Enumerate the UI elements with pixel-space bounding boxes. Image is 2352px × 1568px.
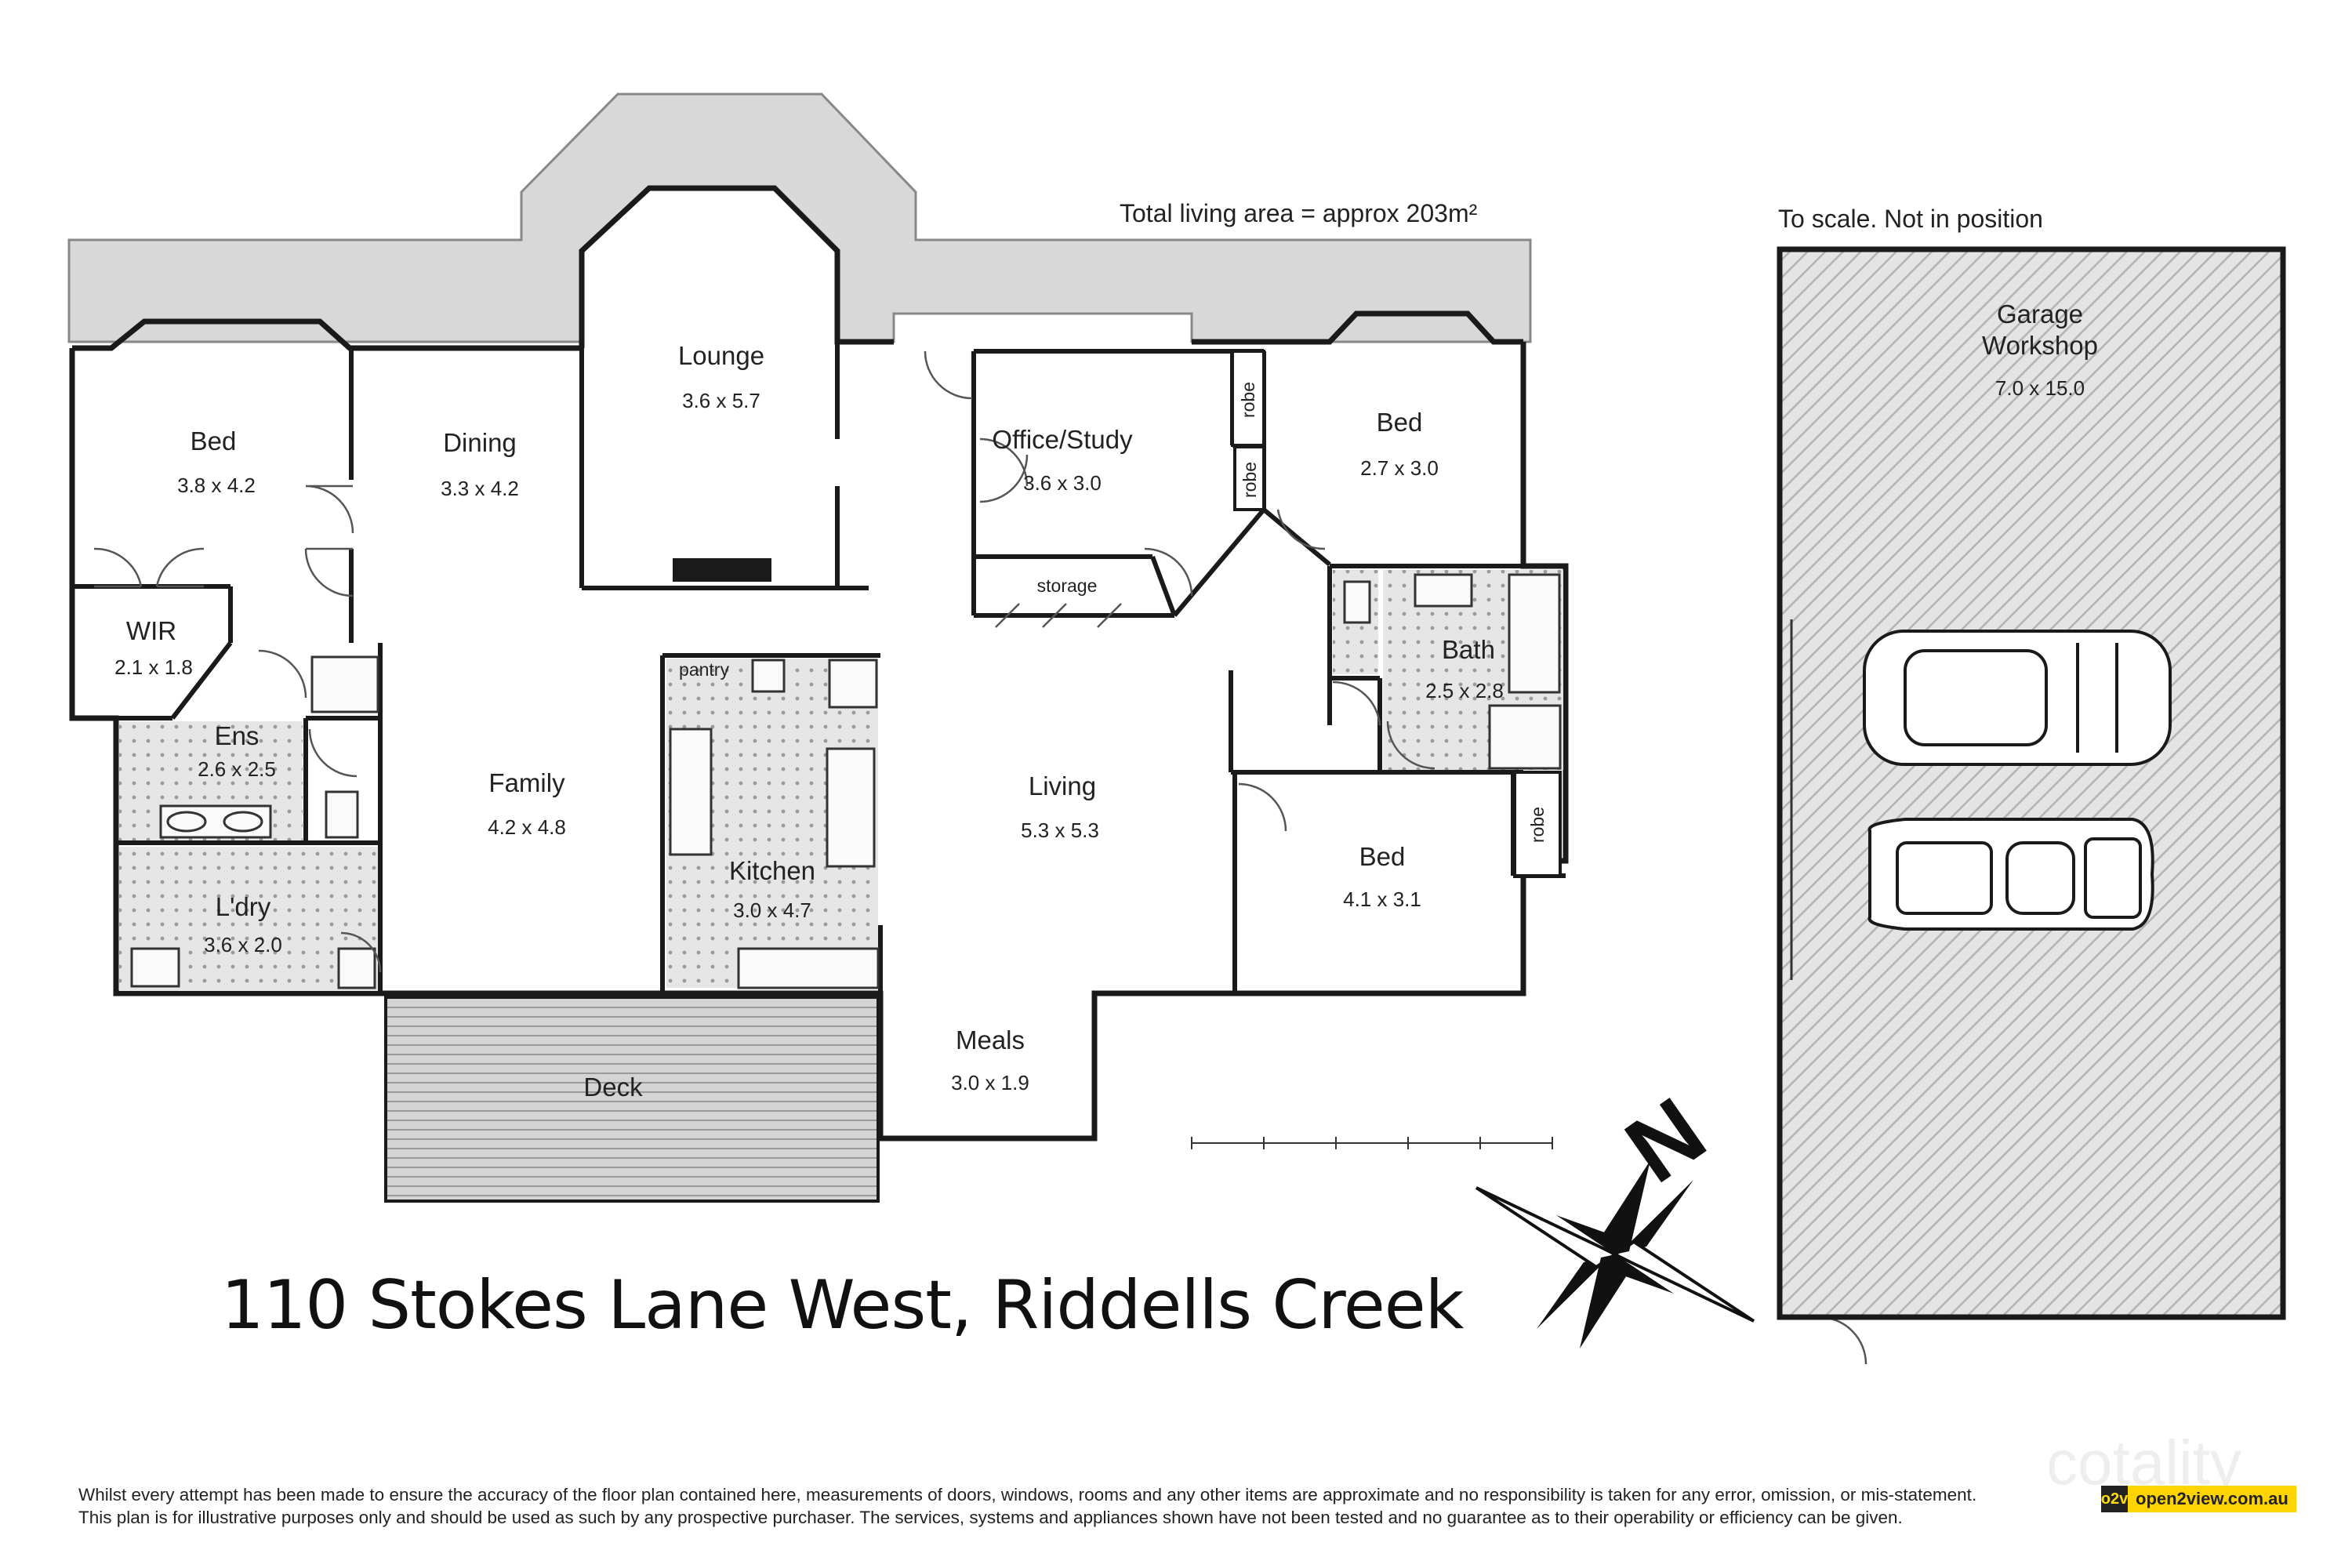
garage-dim: 7.0 x 15.0: [1995, 376, 2085, 400]
car-top: [1863, 630, 2172, 766]
garage-name-line2: Workshop: [1982, 331, 2098, 360]
room-name-bed-2: Bed: [1377, 408, 1423, 437]
property-address: 110 Stokes Lane West, Riddells Creek: [221, 1266, 1464, 1345]
room-name-office: Office/Study: [992, 425, 1133, 454]
room-name-ens: Ens: [215, 721, 260, 750]
robe-label-1: robe: [1238, 382, 1258, 418]
disclaimer-line-1: Whilst every attempt has been made to en…: [78, 1485, 1977, 1504]
room-dim-dining: 3.3 x 4.2: [441, 477, 519, 500]
room-dim-meals: 3.0 x 1.9: [951, 1071, 1029, 1094]
room-dim-bed-2: 2.7 x 3.0: [1360, 456, 1439, 480]
room-name-living: Living: [1029, 771, 1096, 800]
room-dim-laundry: 3.6 x 2.0: [204, 933, 282, 956]
scale-note-label: To scale. Not in position: [1778, 205, 2043, 233]
total-area-label: Total living area = approx 203m²: [1120, 199, 1478, 227]
room-name-bed-main: Bed: [191, 426, 237, 456]
room-dim-office: 3.6 x 3.0: [1023, 471, 1102, 495]
laundry-fixtures: [130, 947, 376, 989]
room-name-wir: WIR: [126, 616, 176, 645]
robes: [1231, 350, 1562, 877]
room-name-dining: Dining: [443, 428, 517, 457]
north-label: N: [1608, 1078, 1724, 1203]
open2view-badge[interactable]: o2v open2view.com.au: [2101, 1486, 2296, 1512]
room-dim-bed-3: 4.1 x 3.1: [1343, 887, 1421, 911]
garage-name-line1: Garage: [1997, 299, 2083, 328]
room-name-deck: Deck: [583, 1073, 643, 1102]
bath-fixtures: [1343, 573, 1562, 770]
ensuite-fixtures: [159, 655, 379, 839]
disclaimer-line-2: This plan is for illustrative purposes o…: [78, 1508, 1903, 1527]
storage-label: storage: [1037, 575, 1098, 596]
room-name-laundry: L'dry: [216, 892, 271, 921]
room-dim-bath: 2.5 x 2.8: [1425, 679, 1504, 702]
robe-label-3: robe: [1527, 807, 1548, 843]
scale-bar: [1191, 1137, 1553, 1149]
room-name-bath: Bath: [1442, 635, 1495, 664]
pantry-label: pantry: [679, 659, 729, 680]
room-name-family: Family: [488, 768, 565, 797]
room-dim-ens: 2.6 x 2.5: [198, 757, 276, 781]
room-name-bed-3: Bed: [1359, 842, 1406, 871]
room-dim-kitchen: 3.0 x 4.7: [733, 898, 811, 922]
room-dim-living: 5.3 x 5.3: [1021, 818, 1099, 842]
room-name-meals: Meals: [956, 1025, 1025, 1054]
room-name-lounge: Lounge: [678, 341, 764, 370]
room-dim-wir: 2.1 x 1.8: [114, 655, 193, 679]
open2view-site-link[interactable]: open2view.com.au: [2128, 1486, 2296, 1512]
robe-label-2: robe: [1240, 462, 1260, 498]
room-dim-family: 4.2 x 4.8: [488, 815, 566, 839]
fireplace: [673, 558, 771, 582]
compass-rose: [1475, 1160, 1755, 1348]
interior-walls: [72, 342, 1566, 996]
disclaimer: Whilst every attempt has been made to en…: [78, 1483, 2085, 1529]
garage-outline: [1777, 246, 2286, 1320]
car-bottom: [1867, 818, 2154, 931]
room-dim-lounge: 3.6 x 5.7: [682, 389, 760, 412]
open2view-logo-icon: o2v: [2101, 1486, 2128, 1512]
kitchen-joinery: [669, 659, 880, 989]
deck-boards: [384, 996, 880, 1203]
room-dim-bed-main: 3.8 x 4.2: [177, 474, 256, 497]
room-name-kitchen: Kitchen: [729, 856, 815, 885]
